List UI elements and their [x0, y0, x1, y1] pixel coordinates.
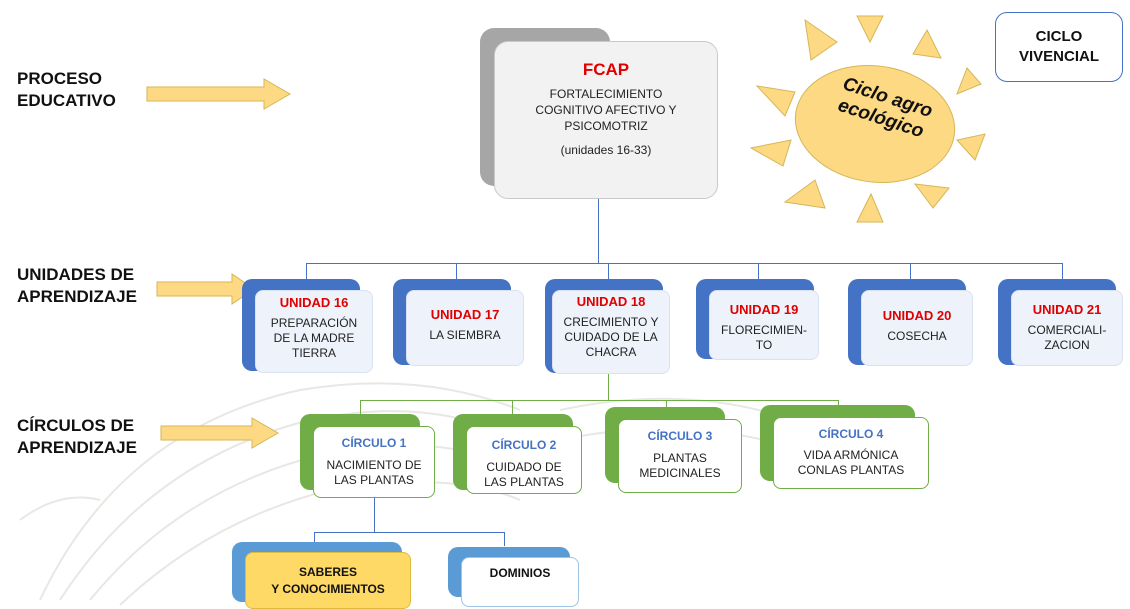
- connector-line: [374, 498, 375, 532]
- unit-card-16: UNIDAD 16 PREPARACIÓN DE LA MADRE TIERRA: [255, 290, 373, 373]
- connector-line: [838, 400, 839, 407]
- unit-name: PREPARACIÓN DE LA MADRE TIERRA: [270, 316, 358, 360]
- connector-line: [360, 400, 361, 414]
- unit-card-19: UNIDAD 19 FLORECIMIEN- TO: [709, 290, 819, 360]
- unit-card-17: UNIDAD 17 LA SIEMBRA: [406, 290, 524, 366]
- circle-title: CÍRCULO 1: [341, 436, 407, 450]
- ciclo-vivencial-box: CICLO VIVENCIAL: [995, 12, 1123, 82]
- circle-name: PLANTAS MEDICINALES: [639, 451, 721, 480]
- fcap-range: (unidades 16-33): [560, 143, 652, 157]
- connector-line: [910, 263, 911, 279]
- unit-card-20: UNIDAD 20 COSECHA: [861, 290, 973, 366]
- connector-line: [1062, 263, 1063, 279]
- connector-line: [504, 532, 505, 546]
- unit-card-18: UNIDAD 18 CRECIMIENTO Y CUIDADO DE LA CH…: [552, 290, 670, 374]
- dominios-card: DOMINIOS: [461, 557, 579, 607]
- label-circulos-aprendizaje: CÍRCULOS DE APRENDIZAJE: [17, 416, 137, 457]
- connector-line: [512, 400, 513, 414]
- dominios-label: DOMINIOS: [489, 566, 551, 580]
- connector-line: [306, 263, 307, 279]
- unit-name: CRECIMIENTO Y CUIDADO DE LA CHACRA: [563, 315, 659, 359]
- circle-title: CÍRCULO 4: [818, 427, 884, 441]
- unit-title: UNIDAD 18: [576, 294, 646, 309]
- unit-title: UNIDAD 17: [430, 307, 500, 322]
- sun-icon: [749, 15, 986, 223]
- connector-line: [598, 199, 599, 263]
- label-proceso-educativo: PROCESO EDUCATIVO: [17, 69, 116, 110]
- circle-name: VIDA ARMÓNICA CONLAS PLANTAS: [797, 448, 905, 477]
- connector-line: [314, 532, 504, 533]
- unit-name: COSECHA: [887, 329, 947, 343]
- connector-line: [314, 532, 315, 542]
- connector-line: [608, 374, 609, 400]
- circle-card-2: CÍRCULO 2 CUIDADO DE LAS PLANTAS: [466, 426, 582, 494]
- label-unidades-aprendizaje: UNIDADES DE APRENDIZAJE: [17, 265, 137, 306]
- connector-line: [360, 400, 838, 401]
- circle-name: NACIMIENTO DE LAS PLANTAS: [326, 458, 422, 487]
- saberes-label: SABERES Y CONOCIMIENTOS: [271, 565, 385, 596]
- connector-line: [608, 263, 609, 279]
- circle-card-1: CÍRCULO 1 NACIMIENTO DE LAS PLANTAS: [313, 426, 435, 498]
- connector-line: [758, 263, 759, 279]
- unit-title: UNIDAD 20: [882, 308, 952, 323]
- circle-title: CÍRCULO 3: [647, 429, 713, 443]
- unit-name: COMERCIALI- ZACION: [1027, 323, 1107, 352]
- circle-name: CUIDADO DE LAS PLANTAS: [484, 460, 564, 489]
- connector-line: [456, 263, 457, 279]
- unit-title: UNIDAD 16: [279, 295, 349, 310]
- arrow-right-icon: [156, 273, 255, 305]
- circle-card-4: CÍRCULO 4 VIDA ARMÓNICA CONLAS PLANTAS: [773, 417, 929, 489]
- unit-card-21: UNIDAD 21 COMERCIALI- ZACION: [1011, 290, 1123, 366]
- fcap-card: FCAP FORTALECIMIENTO COGNITIVO AFECTIVO …: [494, 41, 718, 199]
- unit-title: UNIDAD 21: [1032, 302, 1102, 317]
- saberes-card: SABERES Y CONOCIMIENTOS: [245, 552, 411, 609]
- fcap-subtitle: FORTALECIMIENTO COGNITIVO AFECTIVO Y PSI…: [535, 87, 677, 133]
- unit-name: FLORECIMIEN- TO: [720, 323, 807, 352]
- arrow-right-icon: [160, 417, 280, 449]
- unit-title: UNIDAD 19: [729, 302, 799, 317]
- circle-title: CÍRCULO 2: [491, 438, 557, 452]
- fcap-title: FCAP: [582, 60, 630, 79]
- circle-card-3: CÍRCULO 3 PLANTAS MEDICINALES: [618, 419, 742, 493]
- ciclo-vivencial-label: CICLO VIVENCIAL: [1018, 28, 1099, 65]
- arrow-right-icon: [146, 78, 292, 110]
- connector-line: [306, 263, 1062, 264]
- connector-line: [666, 400, 667, 407]
- unit-name: LA SIEMBRA: [429, 328, 501, 342]
